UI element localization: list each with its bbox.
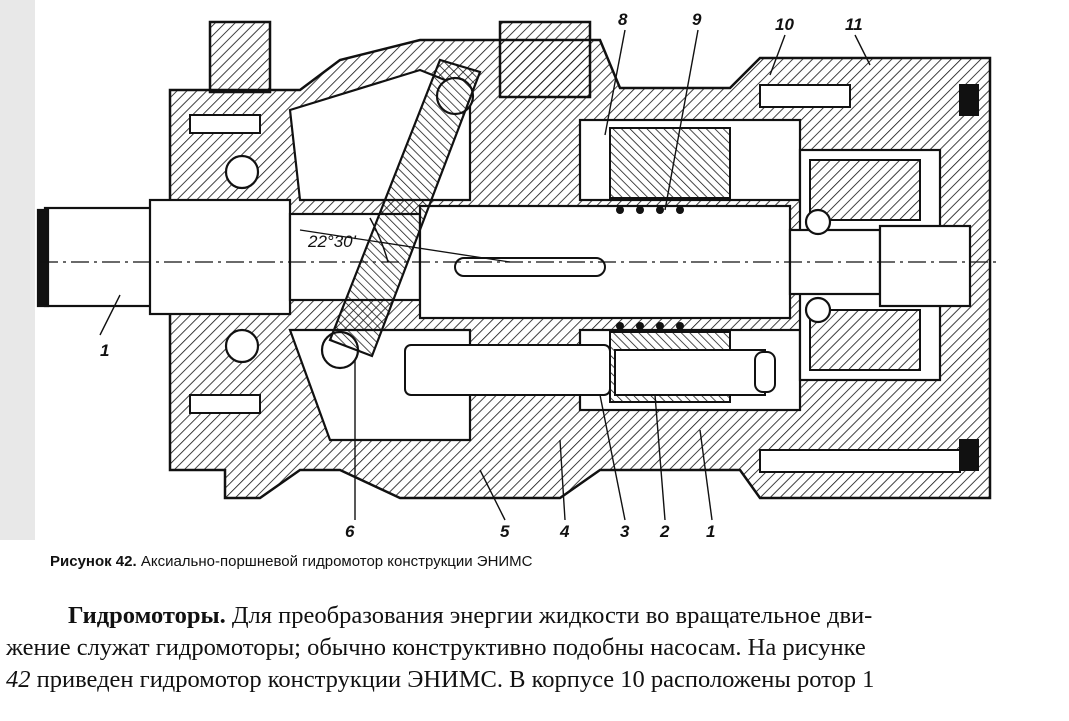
caption-prefix: Рисунок 42. — [50, 553, 137, 570]
callout-5: 5 — [500, 522, 510, 540]
pistons — [404, 344, 776, 396]
angle-label: 22°30' — [307, 232, 357, 251]
callout-6: 6 — [345, 522, 355, 540]
scan-noise — [0, 0, 35, 540]
hydromotor-drawing: 22°30' 8 9 10 11 1 6 5 4 3 2 1 — [0, 0, 1000, 540]
callout-2: 2 — [659, 522, 670, 540]
paragraph-line-2: жение служат гидромоторы; обычно констру… — [6, 634, 866, 661]
callout-11: 11 — [845, 15, 863, 34]
figure-reference: 42 — [6, 666, 31, 693]
springs — [616, 206, 684, 330]
paragraph-line-3-text: приведен гидромотор конструкции ЭНИМС. В… — [30, 666, 875, 693]
figure-caption: Рисунок 42. Аксиально-поршневой гидромот… — [50, 553, 533, 570]
callout-4: 4 — [559, 522, 570, 540]
bolts — [189, 84, 979, 473]
angle-annotation: 22°30' — [299, 217, 511, 263]
paragraph-line-3: 42 приведен гидромотор конструкции ЭНИМС… — [6, 664, 1064, 696]
callout-9: 9 — [692, 10, 702, 29]
callout-8: 8 — [618, 10, 628, 29]
callout-1-left: 1 — [100, 341, 109, 360]
callout-3: 3 — [620, 522, 630, 540]
paragraph-line-1-text: Для преобразования энергии жидкости во в… — [225, 602, 873, 629]
paragraph-heading: Гидромоторы. — [68, 602, 226, 629]
paragraph-line-1: Гидромоторы. Для преобразования энергии … — [6, 600, 1064, 632]
callout-labels: 8 9 10 11 1 6 5 4 3 2 1 — [100, 10, 863, 540]
caption-text: Аксиально-поршневой гидромотор конструкц… — [136, 553, 533, 570]
shaft-keyway — [454, 257, 606, 277]
callout-10: 10 — [775, 15, 794, 34]
swash-plate — [328, 58, 482, 358]
callout-1-right: 1 — [706, 522, 715, 540]
body-paragraph: Гидромоторы. Для преобразования энергии … — [6, 600, 1064, 696]
leader-lines — [99, 29, 871, 521]
